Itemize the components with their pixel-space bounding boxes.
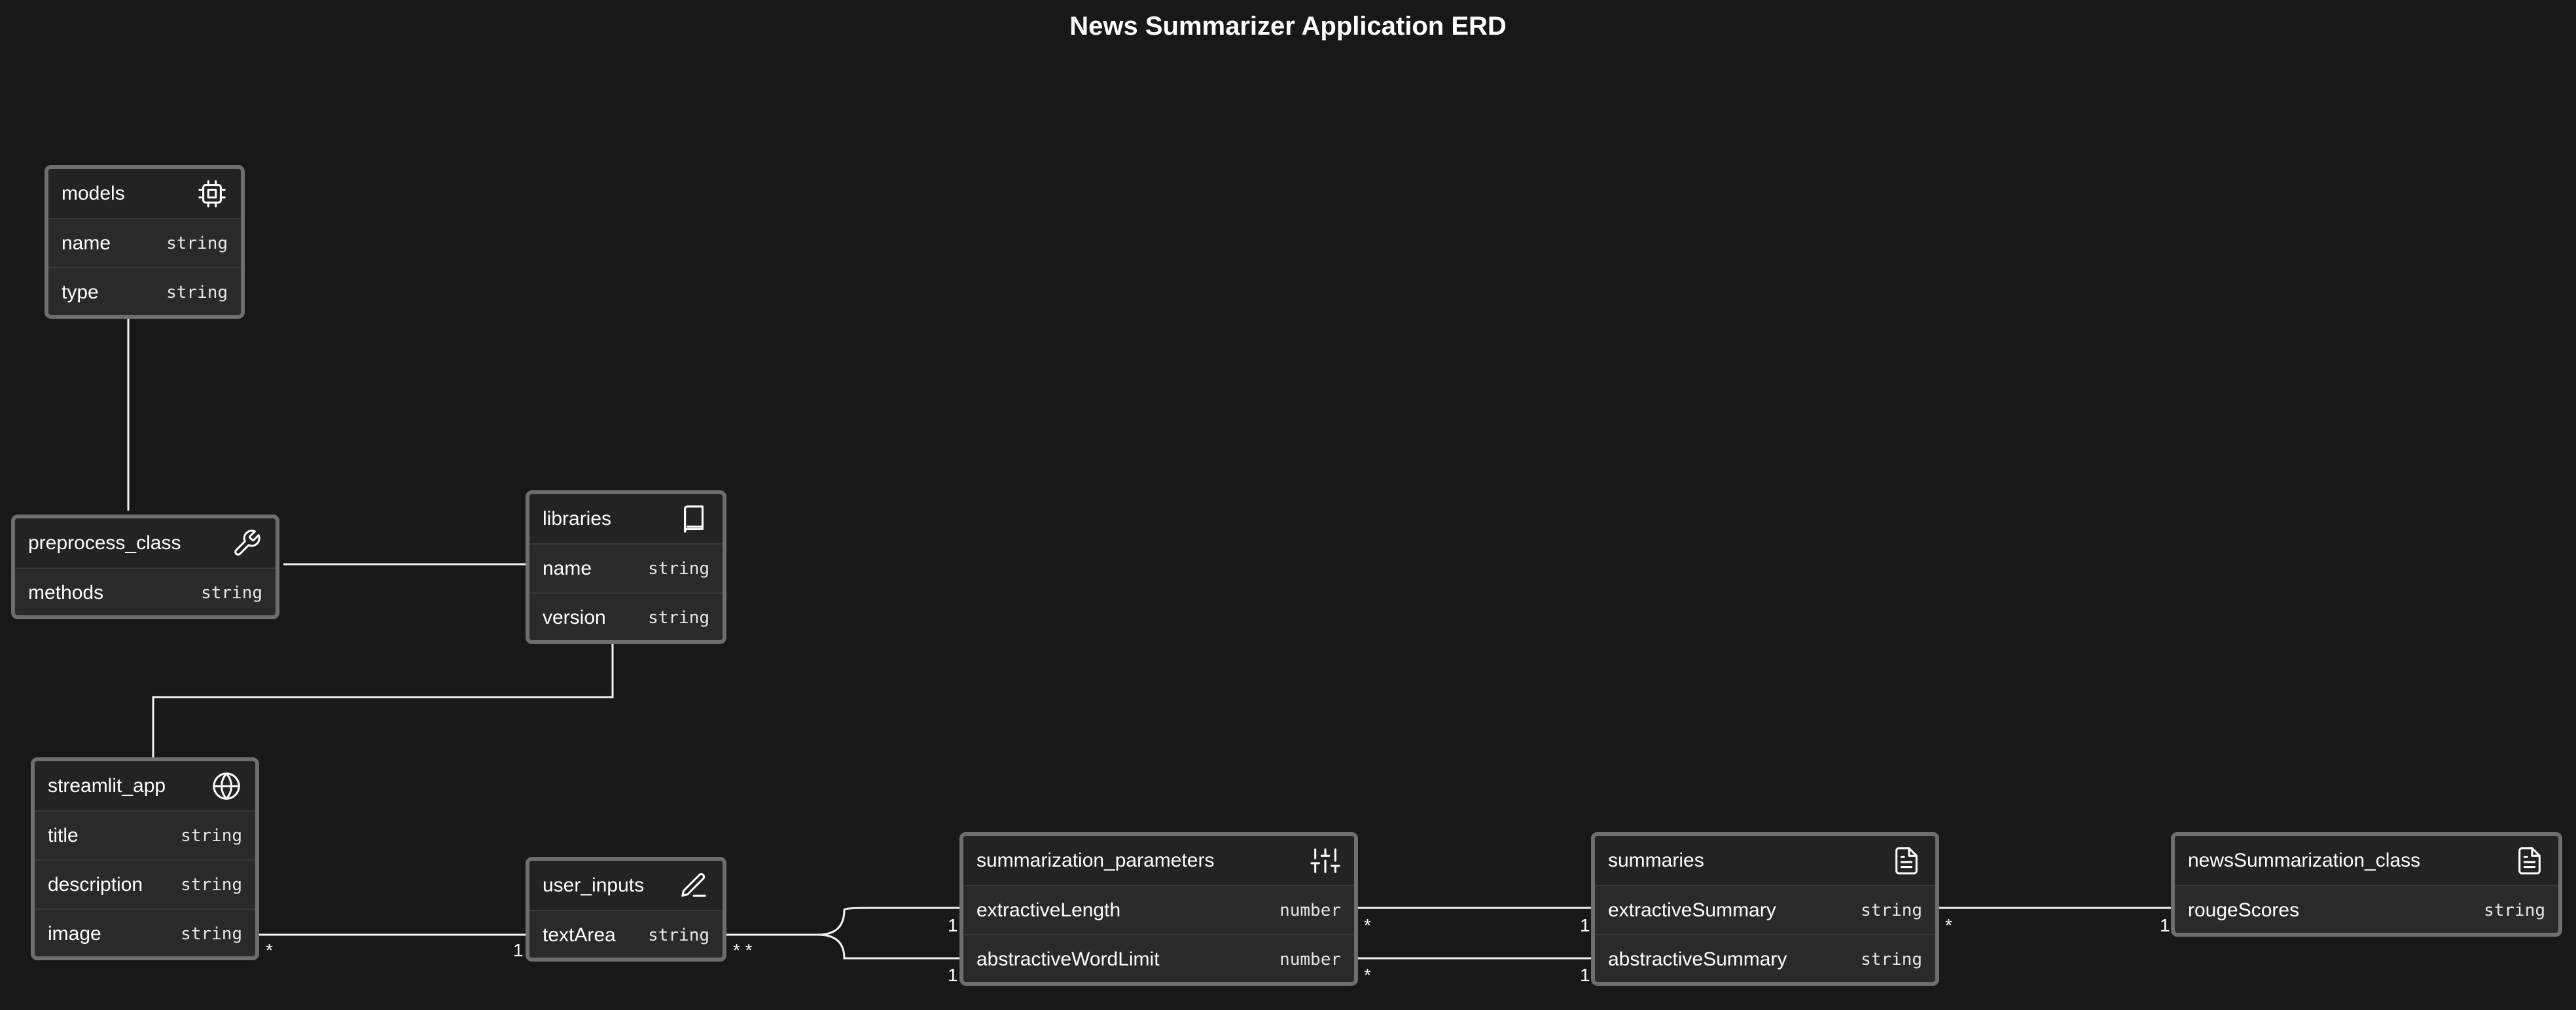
- field-name: abstractiveSummary: [1608, 948, 1787, 970]
- field-row: textArea string: [529, 910, 723, 958]
- cardinality-label: 1: [1580, 965, 1590, 985]
- cpu-icon: [196, 178, 228, 209]
- pencil-icon: [678, 870, 709, 901]
- field-type: string: [1861, 949, 1922, 969]
- field-name: extractiveLength: [976, 899, 1121, 921]
- field-row: extractiveSummary string: [1595, 885, 1935, 934]
- cardinality-label: *: [1364, 965, 1371, 985]
- field-name: version: [543, 606, 606, 628]
- field-type: string: [166, 233, 228, 253]
- entity-name: streamlit_app: [48, 774, 166, 797]
- field-row: abstractiveWordLimit number: [963, 934, 1354, 982]
- field-row: description string: [35, 859, 255, 909]
- book-icon: [678, 503, 709, 535]
- cardinality-label: 1: [948, 965, 958, 985]
- field-type: string: [648, 925, 709, 945]
- field-type: number: [1279, 949, 1341, 969]
- entity-preprocess-class[interactable]: preprocess_class methods string: [11, 514, 279, 619]
- entity-name: libraries: [543, 507, 612, 530]
- field-type: string: [648, 558, 709, 579]
- field-row: extractiveLength number: [963, 885, 1354, 934]
- sliders-icon: [1310, 845, 1341, 876]
- field-name: title: [48, 824, 79, 846]
- entity-name: models: [62, 182, 125, 204]
- diagram-title: News Summarizer Application ERD: [1069, 12, 1507, 41]
- file-text-icon: [2514, 845, 2545, 876]
- field-type: string: [166, 282, 228, 302]
- entity-name: newsSummarization_class: [2188, 849, 2421, 871]
- field-row: version string: [529, 592, 723, 640]
- cardinality-label: 1: [948, 915, 958, 935]
- field-name: type: [62, 281, 99, 303]
- edge-userinputs-params-extractive: [723, 907, 963, 936]
- edge-libraries-streamlit: [152, 643, 614, 759]
- field-name: image: [48, 922, 101, 945]
- field-row: methods string: [15, 568, 276, 615]
- field-type: number: [1279, 900, 1341, 920]
- entity-name: preprocess_class: [28, 532, 181, 554]
- field-type: string: [181, 924, 242, 944]
- cardinality-label: 1: [513, 940, 524, 960]
- edge-userinputs-params-abstractive: [817, 933, 963, 960]
- entity-header: summarization_parameters: [963, 836, 1354, 885]
- cardinality-label: *: [1364, 915, 1371, 935]
- field-name: description: [48, 873, 143, 895]
- entity-header: newsSummarization_class: [2175, 836, 2558, 885]
- field-name: methods: [28, 581, 104, 604]
- entity-header: summaries: [1595, 836, 1935, 885]
- wrench-icon: [231, 528, 262, 559]
- entity-name: user_inputs: [543, 874, 645, 896]
- cardinality-label: 1: [1580, 915, 1590, 935]
- field-type: string: [1861, 900, 1922, 920]
- entity-header: libraries: [529, 494, 723, 543]
- field-name: abstractiveWordLimit: [976, 948, 1160, 970]
- entity-name: summaries: [1608, 849, 1704, 871]
- cardinality-label: *: [1945, 915, 1952, 935]
- entity-header: user_inputs: [529, 861, 723, 910]
- field-row: abstractiveSummary string: [1595, 934, 1935, 982]
- field-row: rougeScores string: [2175, 885, 2558, 933]
- field-name: extractiveSummary: [1608, 899, 1776, 921]
- entity-header: streamlit_app: [35, 761, 255, 810]
- entity-models[interactable]: models name string type string: [45, 165, 245, 319]
- field-type: string: [181, 875, 242, 895]
- entity-streamlit-app[interactable]: streamlit_app title string description s…: [31, 757, 259, 960]
- field-row: image string: [35, 909, 255, 956]
- field-row: name string: [48, 218, 241, 267]
- field-name: rougeScores: [2188, 899, 2300, 921]
- entity-summaries[interactable]: summaries extractiveSummary string abstr…: [1591, 832, 1939, 986]
- field-row: name string: [529, 543, 723, 592]
- entity-news-summarization-class[interactable]: newsSummarization_class rougeScores stri…: [2171, 832, 2562, 937]
- entity-summarization-parameters[interactable]: summarization_parameters extractiveLengt…: [959, 832, 1358, 986]
- cardinality-label: * *: [733, 940, 753, 960]
- cardinality-label: *: [266, 940, 273, 960]
- entity-header: preprocess_class: [15, 518, 276, 568]
- field-type: string: [181, 825, 242, 846]
- field-name: textArea: [543, 924, 616, 946]
- field-row: type string: [48, 267, 241, 315]
- file-text-icon: [1891, 845, 1922, 876]
- globe-icon: [211, 770, 242, 802]
- field-type: string: [2484, 900, 2545, 920]
- entity-name: summarization_parameters: [976, 849, 1215, 871]
- field-type: string: [201, 583, 262, 603]
- field-name: name: [62, 232, 111, 254]
- entity-libraries[interactable]: libraries name string version string: [526, 490, 726, 644]
- cardinality-label: 1: [2160, 915, 2170, 935]
- field-row: title string: [35, 810, 255, 859]
- entity-header: models: [48, 169, 241, 218]
- entity-user-inputs[interactable]: user_inputs textArea string: [526, 857, 726, 962]
- field-type: string: [648, 607, 709, 628]
- field-name: name: [543, 557, 592, 579]
